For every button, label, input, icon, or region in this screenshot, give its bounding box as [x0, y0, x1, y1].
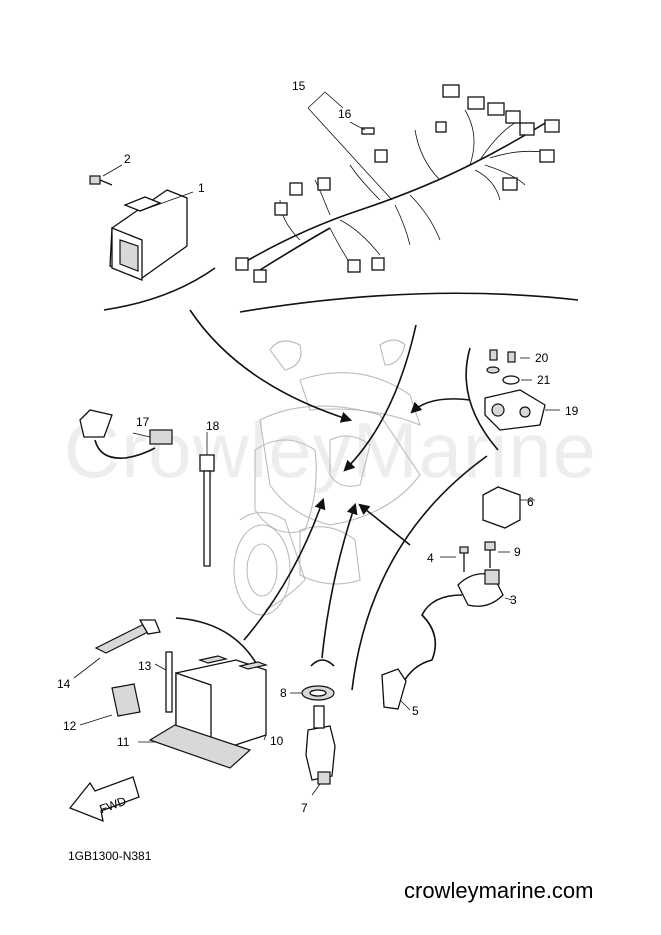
stop-switch: [305, 705, 336, 796]
callout-20: 20: [535, 351, 549, 365]
relay: [482, 486, 535, 529]
callout-19: 19: [565, 404, 579, 418]
callout-7: 7: [301, 801, 308, 815]
callout-18: 18: [206, 419, 220, 433]
callout-6: 6: [527, 495, 534, 509]
callout-15: 15: [292, 79, 306, 93]
diagram-code: 1GB1300-N381: [68, 849, 152, 863]
callout-5: 5: [412, 704, 419, 718]
site-label: crowleymarine.com: [404, 878, 594, 903]
bracket-holder: [484, 389, 560, 431]
callout-13: 13: [138, 659, 152, 673]
cable-band: [199, 432, 215, 567]
callout-16: 16: [338, 107, 352, 121]
breather-tube: [154, 651, 173, 713]
callout-3: 3: [510, 593, 517, 607]
coil-screws: [440, 541, 510, 572]
callout-10: 10: [270, 734, 284, 748]
battery-pad: [79, 683, 141, 726]
callout-14: 14: [57, 677, 71, 691]
section-boundaries: [103, 267, 579, 691]
callout-17: 17: [136, 415, 150, 429]
battery-band: [73, 619, 161, 679]
callout-8: 8: [280, 686, 287, 700]
callout-21: 21: [537, 373, 551, 387]
battery-tray: [138, 724, 252, 769]
sensor-lead: [79, 409, 173, 459]
cdi-unit: [109, 189, 194, 281]
callout-9: 9: [514, 545, 521, 559]
screw-fasteners: [486, 349, 532, 385]
callout-labels: 1 2 3 4 5 6 7 8 9 10 11 12 13 14 15 16 1…: [57, 79, 579, 815]
callout-2: 2: [124, 152, 131, 166]
callout-4: 4: [427, 551, 434, 565]
scooter-outline: [233, 339, 421, 616]
fwd-arrow: FWD: [68, 776, 140, 823]
wire-harness: [235, 84, 560, 283]
callout-11: 11: [117, 735, 130, 749]
ignition-coil: [381, 569, 513, 711]
callout-12: 12: [63, 719, 77, 733]
rubber-washer: [290, 685, 335, 701]
bolt: [89, 164, 123, 186]
leader-arrows: [189, 309, 471, 659]
callout-1: 1: [198, 181, 205, 195]
